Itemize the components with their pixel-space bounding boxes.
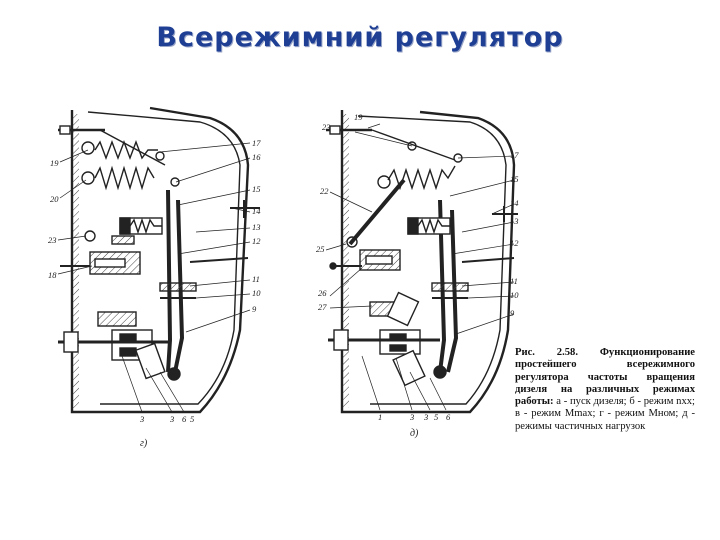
left-label-20: 20 (50, 194, 59, 204)
left-label-3b: 3 (169, 414, 174, 424)
right-label-19: 19 (354, 112, 363, 122)
left-label-5: 5 (190, 414, 194, 424)
right-label-14: 14 (510, 198, 519, 208)
right-label-23: 23 (322, 122, 331, 132)
right-diagram (325, 110, 518, 414)
left-diagram-labels: 17 16 19 15 20 14 13 23 12 18 11 10 9 3 … (48, 138, 261, 449)
figure-caption: Рис. 2.58. Функционирование простейшего … (515, 347, 695, 433)
left-label-10: 10 (252, 288, 261, 298)
left-label-14: 14 (252, 206, 261, 216)
right-label-6: 6 (446, 412, 451, 422)
left-label-18: 18 (48, 270, 57, 280)
right-label-15: 15 (510, 174, 519, 184)
right-label-26: 26 (318, 288, 327, 298)
caption-body: а - пуск дизеля; б - режим nхх; в - режи… (515, 396, 695, 432)
left-label-3a: 3 (139, 414, 144, 424)
right-label-3b: 3 (423, 412, 428, 422)
left-label-19: 19 (50, 158, 59, 168)
left-label-12: 12 (252, 236, 261, 246)
left-label-6: 6 (182, 414, 187, 424)
right-label-12: 12 (510, 238, 519, 248)
left-label-16: 16 (252, 152, 261, 162)
left-sublabel: г) (140, 438, 148, 449)
left-label-17: 17 (252, 138, 261, 148)
left-label-11: 11 (252, 274, 260, 284)
left-label-13: 13 (252, 222, 261, 232)
right-label-9: 9 (510, 308, 515, 318)
right-label-22: 22 (320, 186, 329, 196)
right-label-17: 17 (510, 150, 519, 160)
right-sublabel: д) (410, 428, 419, 439)
left-label-15: 15 (252, 184, 261, 194)
right-label-10: 10 (510, 290, 519, 300)
right-label-11: 11 (510, 276, 518, 286)
right-label-27: 27 (318, 302, 327, 312)
right-label-3a: 3 (409, 412, 414, 422)
right-label-13: 13 (510, 216, 519, 226)
right-label-25: 25 (316, 244, 325, 254)
left-label-23: 23 (48, 235, 57, 245)
page-title: Всережимний регулятор (156, 22, 564, 53)
caption-heading: Рис. 2.58. Функционирование простейшего … (515, 347, 695, 408)
right-label-1: 1 (378, 412, 382, 422)
right-diagram-labels: 19 23 17 15 22 14 13 12 25 11 26 10 27 9… (316, 112, 519, 439)
left-diagram (57, 106, 260, 414)
left-label-9: 9 (252, 304, 257, 314)
right-label-5: 5 (434, 412, 438, 422)
